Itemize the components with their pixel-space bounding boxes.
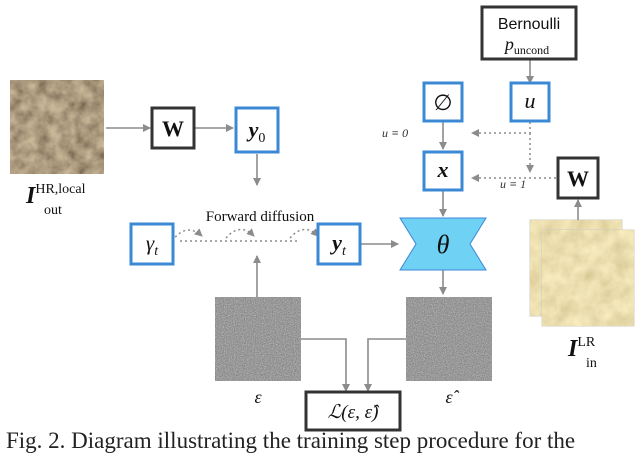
- dotted-arc-2: [225, 228, 255, 239]
- W-left-label: W: [162, 116, 184, 141]
- u-box: [509, 81, 551, 123]
- bernoulli-label: Bernoulli: [498, 16, 560, 33]
- lr-input-image-stack: [529, 219, 635, 327]
- dotted-arc-3: [289, 228, 319, 239]
- empty-box: [422, 81, 464, 123]
- bernoulli-box: [480, 5, 578, 61]
- W-box-right: [556, 156, 600, 200]
- arrows: [106, 60, 582, 392]
- forward-diffusion-label: Forward diffusion: [206, 209, 315, 225]
- x-label: x: [437, 157, 449, 182]
- y0-box: [234, 106, 280, 154]
- empty-set-label: ∅: [433, 90, 452, 115]
- gamma-t-label: γt: [146, 231, 159, 259]
- loss-label: ℒ(ε, ε̂): [328, 402, 380, 423]
- hr-local-output-image: [10, 80, 104, 174]
- dotted-u-to-empty: [471, 122, 531, 137]
- eps-hat-label: ε̂: [445, 387, 459, 407]
- eps-label: ε: [254, 387, 262, 407]
- u-label: u: [525, 88, 536, 113]
- i-out-sub-label: out: [44, 203, 62, 218]
- i-in-label: ILR: [567, 335, 596, 362]
- x-box: [422, 150, 464, 192]
- gamma-box: [129, 222, 175, 266]
- u-eq-0-label: u ≡ 0: [382, 126, 408, 140]
- dotted-arrows: [171, 122, 556, 242]
- noise-image-eps: [215, 297, 301, 381]
- figure-caption: Fig. 2. Diagram illustrating the trainin…: [6, 428, 576, 453]
- yt-box: [316, 222, 362, 266]
- i-in-sub-label: in: [586, 356, 597, 371]
- theta-label: θ: [437, 230, 450, 259]
- bernoulli-param-label: puncond: [503, 34, 549, 57]
- loss-box: [304, 390, 402, 432]
- y0-label: y0: [246, 117, 266, 146]
- theta-network-shape: [399, 217, 487, 271]
- noise-image-eps-hat: [406, 297, 492, 381]
- arrow-eps-to-loss: [301, 338, 350, 392]
- yt-label: yt: [329, 230, 347, 259]
- W-box-left: [150, 106, 196, 150]
- W-right-label: W: [567, 166, 589, 191]
- dotted-arc-1: [171, 228, 203, 242]
- i-out-label: IHR,local: [25, 182, 86, 209]
- u-eq-1-label: u ≡ 1: [500, 177, 526, 191]
- arrow-epshat-to-loss: [364, 338, 406, 392]
